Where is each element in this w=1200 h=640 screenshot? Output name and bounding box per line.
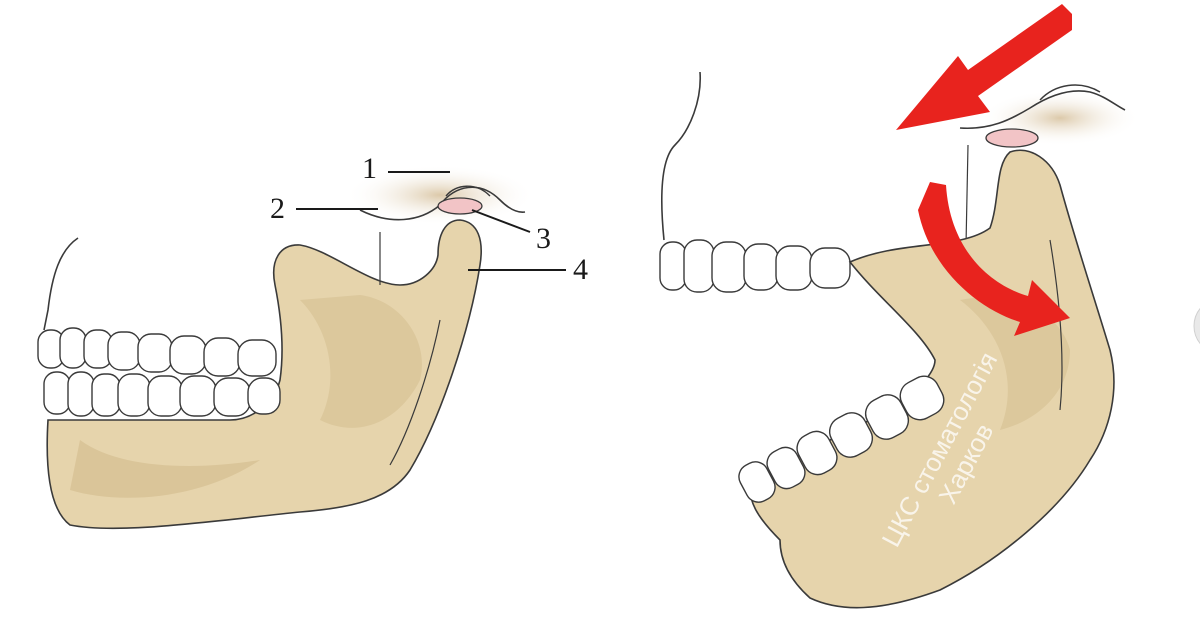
mandible-shadow-lower: [70, 440, 260, 498]
lower-teeth-open: [738, 375, 945, 503]
ramus-line: [389, 319, 441, 466]
mandible-open-shadow: [960, 297, 1070, 430]
label-4: 4: [573, 253, 588, 286]
curved-arrow: [918, 182, 1070, 336]
maxilla-outline: [43, 237, 79, 331]
upper-teeth-closed: [37, 327, 277, 377]
mandible: [46, 219, 482, 530]
fossa-curve-right: [1039, 84, 1101, 101]
articular-disc: [437, 197, 483, 215]
upper-teeth-open: [659, 239, 851, 293]
fossa-curve: [445, 185, 491, 197]
closed-jaw-figure: [37, 165, 566, 530]
lower-teeth-closed: [43, 371, 281, 417]
ramus-line-right: [1049, 239, 1063, 411]
open-jaw-figure: ЦКС стоматологія Харков: [659, 4, 1140, 609]
leader-3: [471, 209, 531, 233]
label-3: 3: [536, 222, 551, 255]
neck-line-right: [965, 144, 969, 246]
label-1: 1: [362, 152, 377, 185]
skull-outline-right: [959, 90, 1126, 130]
circle-partial-icon[interactable]: [1193, 298, 1200, 354]
face-outline: [660, 71, 701, 241]
articular-disc-right: [985, 128, 1039, 148]
skull-outline: [359, 186, 526, 221]
leader-lines: [296, 171, 566, 271]
label-2: 2: [270, 192, 285, 225]
skull-base-shade: [345, 165, 535, 225]
straight-arrow: [896, 4, 1072, 130]
mandible-shadow: [300, 295, 422, 428]
